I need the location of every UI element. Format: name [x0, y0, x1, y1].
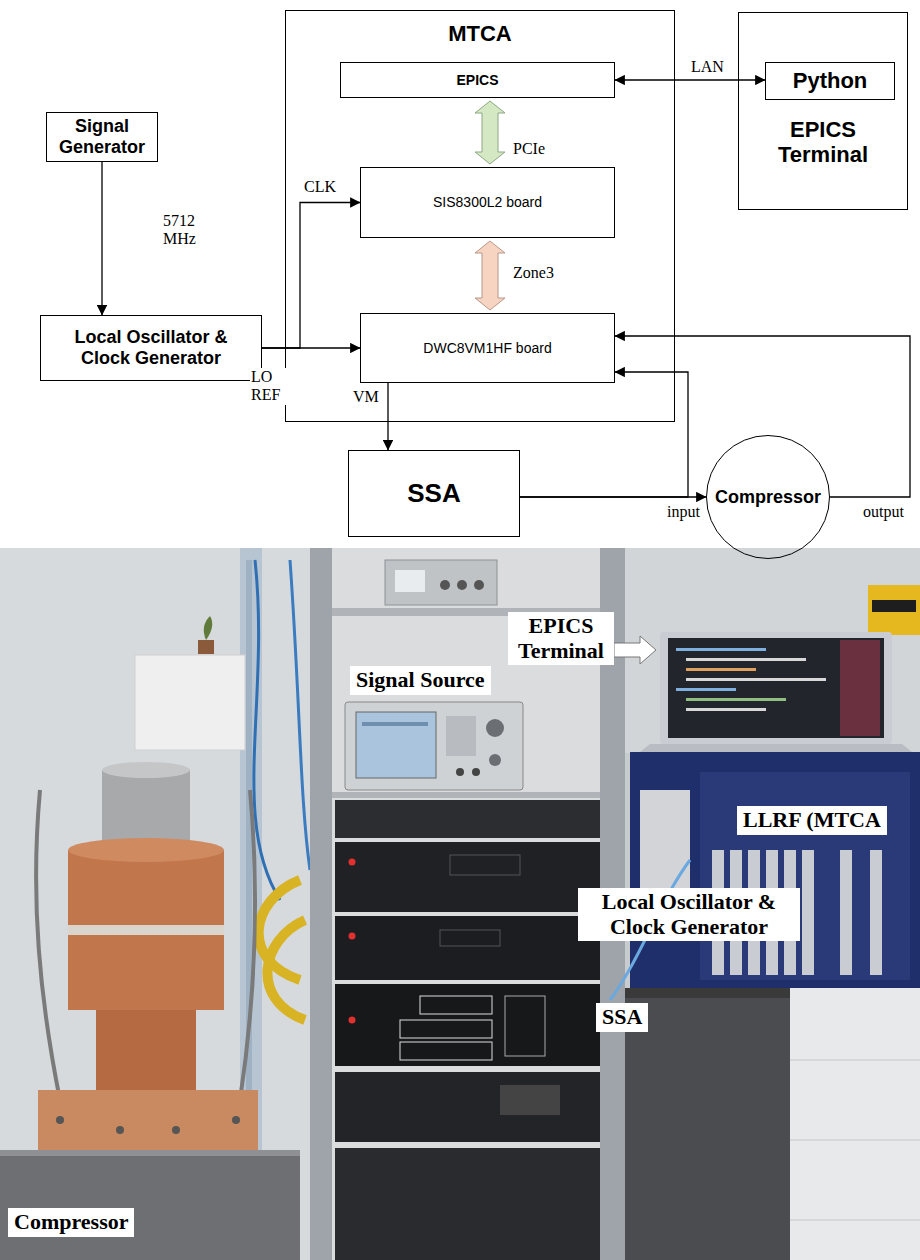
signal-name: Zone3	[512, 264, 555, 282]
photo-callout: SSA	[596, 1003, 648, 1032]
node-label: Local Oscillator & Clock Generator	[51, 327, 251, 368]
node-label: EPICS Terminal	[763, 117, 883, 168]
signal-name: PCIe	[512, 140, 546, 158]
node-label: Compressor	[715, 487, 821, 508]
signal-line	[101, 162, 102, 315]
node-label: Python	[793, 68, 868, 93]
signal-name: LO REF	[250, 368, 286, 405]
lab-background	[0, 548, 920, 1260]
amplifier-box: SSA	[348, 450, 520, 537]
mtca-crate-photo	[610, 752, 920, 1260]
node-label: EPICS	[456, 72, 498, 88]
signal-source-instrument	[345, 702, 523, 790]
photo-callout: LLRF (MTCA	[737, 806, 887, 835]
signal-name: LAN	[690, 58, 725, 76]
node-label: MTCA	[448, 21, 512, 46]
compressor-circle: Compressor	[706, 435, 830, 559]
bus-arrow	[475, 101, 505, 164]
photo-callout: Local Oscillator & Clock Generator	[578, 888, 800, 941]
signal-line	[262, 347, 360, 348]
board-box: DWC8VM1HF board	[360, 313, 615, 383]
clock-box: Local Oscillator & Clock Generator	[40, 315, 262, 381]
signal-line	[520, 372, 688, 497]
signal-name: input	[666, 503, 701, 521]
mtca-crate: MTCA EPICS SIS8300L2 boardDWC8VM1HF board	[285, 10, 675, 422]
signal-line	[262, 203, 360, 349]
signal-line	[615, 79, 765, 80]
leader-arrow	[614, 636, 656, 664]
node-label: SSA	[407, 479, 460, 509]
signal-line	[387, 383, 388, 450]
python-box: Python	[765, 62, 895, 100]
photo-callout: Compressor	[8, 1208, 134, 1237]
photo-callout: Signal Source	[350, 666, 491, 695]
node-label: DWC8VM1HF board	[423, 340, 551, 356]
terminal-box: EPICS Terminal Python	[738, 12, 908, 210]
epics-box: EPICS	[340, 62, 615, 98]
photo-callout: EPICS Terminal	[508, 612, 614, 665]
board-box: SIS8300L2 board	[360, 167, 615, 238]
pulse-compressor-photo	[0, 762, 305, 1260]
generator-box: Signal Generator	[46, 112, 158, 162]
signal-name: VM	[352, 388, 380, 406]
node-label: SIS8300L2 board	[433, 194, 542, 210]
signal-line	[615, 336, 910, 497]
signal-name: CLK	[303, 178, 337, 196]
signal-name: output	[862, 503, 905, 521]
bus-arrow	[475, 241, 505, 310]
signal-name: 5712 MHz	[162, 212, 208, 249]
node-label: Signal Generator	[52, 116, 152, 157]
laptop	[640, 632, 912, 752]
rack-units	[335, 800, 600, 1260]
